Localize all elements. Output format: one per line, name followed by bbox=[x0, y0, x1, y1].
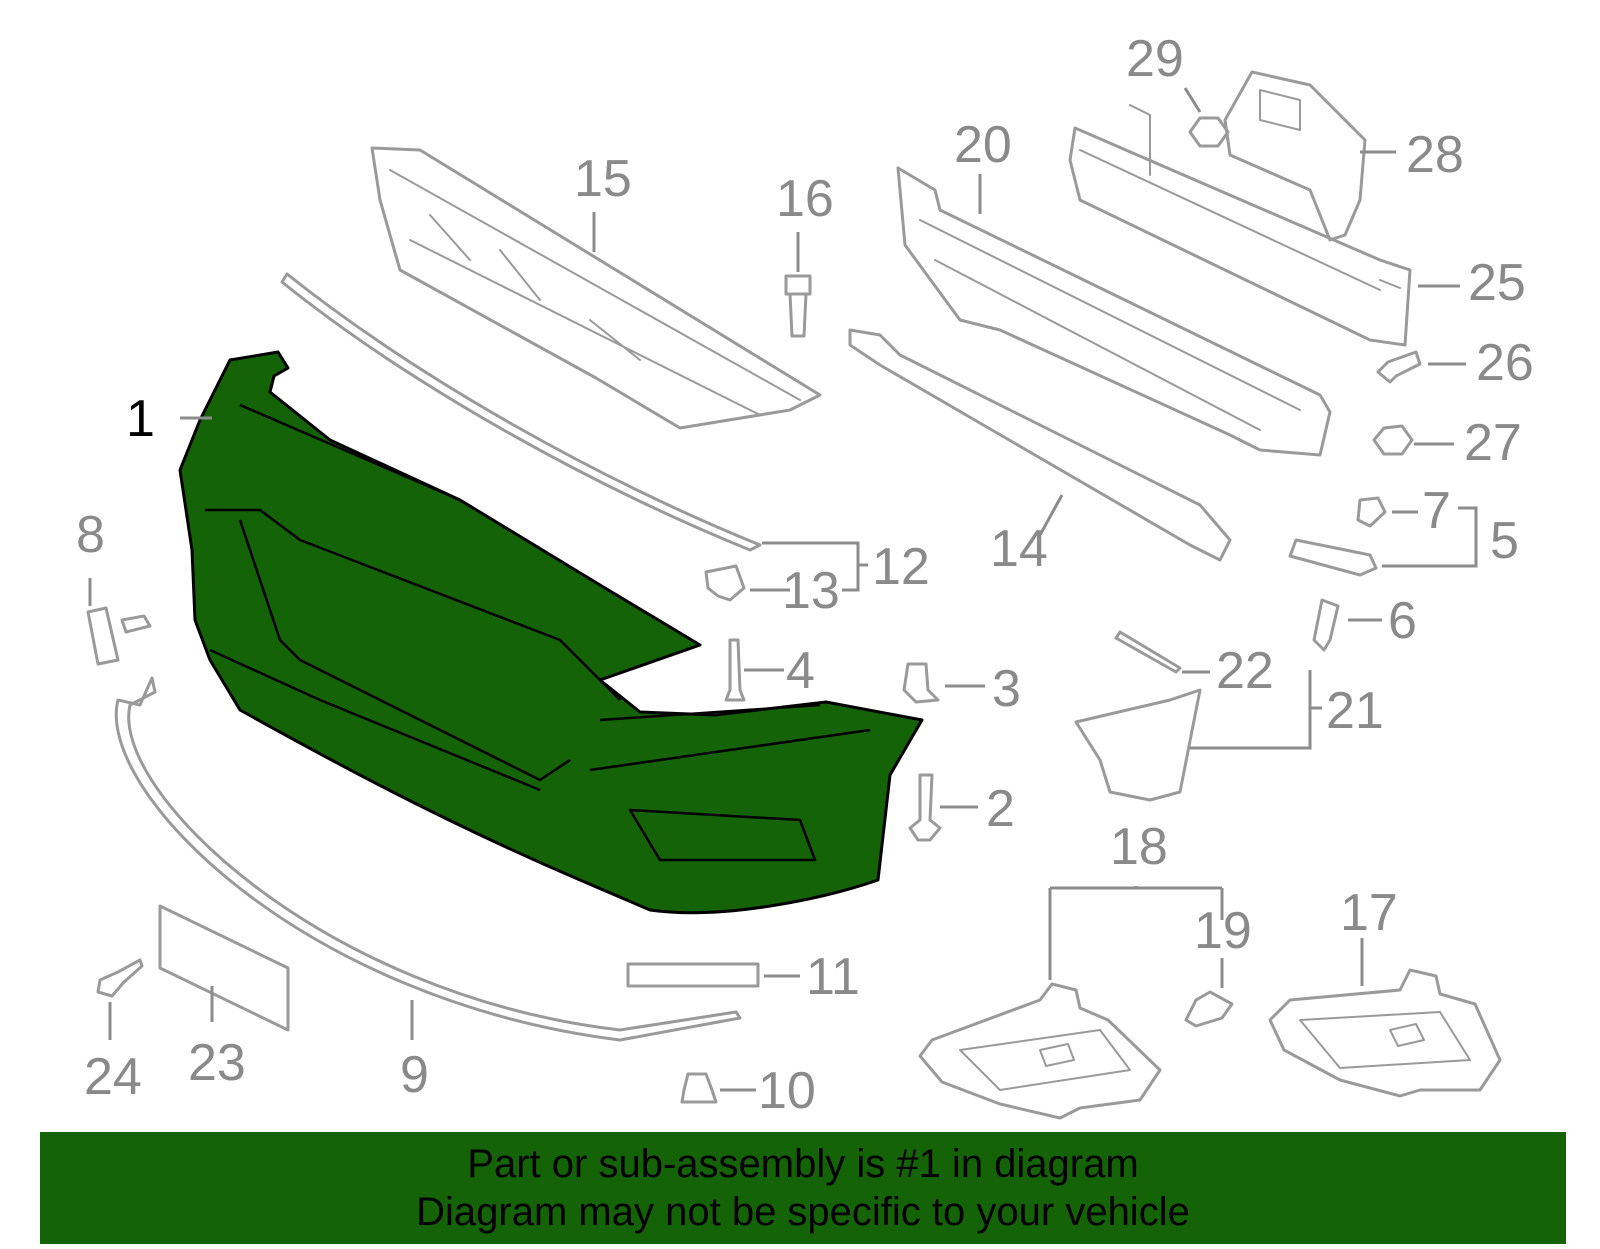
callout-2: 2 bbox=[986, 780, 1015, 838]
part-15-support bbox=[370, 146, 822, 430]
part-10-clip bbox=[680, 1072, 718, 1104]
part-29-nut bbox=[1188, 116, 1230, 148]
part-18-fog-lamp bbox=[918, 982, 1162, 1120]
callout-25: 25 bbox=[1468, 254, 1526, 312]
part-8-bracket bbox=[86, 606, 152, 666]
part-28-bracket bbox=[1223, 70, 1367, 242]
callout-21: 21 bbox=[1326, 682, 1384, 740]
part-6-bolt bbox=[1312, 598, 1340, 652]
callout-24: 24 bbox=[84, 1048, 142, 1106]
callout-3: 3 bbox=[992, 660, 1021, 718]
callout-27: 27 bbox=[1464, 414, 1522, 472]
part-7-clip bbox=[1356, 496, 1387, 528]
callout-4: 4 bbox=[786, 642, 815, 700]
callout-9: 9 bbox=[400, 1046, 429, 1104]
part-4-pin bbox=[724, 638, 746, 702]
callout-26: 26 bbox=[1476, 334, 1534, 392]
callout-8: 8 bbox=[76, 506, 105, 564]
part-2-screw bbox=[908, 773, 942, 842]
callout-6: 6 bbox=[1388, 592, 1417, 650]
callout-18: 18 bbox=[1110, 818, 1168, 876]
info-banner: Part or sub-assembly is #1 in diagram Di… bbox=[40, 1132, 1566, 1244]
callout-11: 11 bbox=[806, 948, 860, 1006]
callout-1: 1 bbox=[126, 390, 155, 448]
callout-16: 16 bbox=[776, 170, 834, 228]
callout-5: 5 bbox=[1490, 512, 1519, 570]
callout-13: 13 bbox=[782, 562, 840, 620]
callout-numbers: 1 2 3 4 5 6 7 8 9 10 11 12 13 14 15 16 1… bbox=[76, 30, 1534, 1120]
part-23-plate bbox=[158, 904, 290, 1032]
callout-20: 20 bbox=[954, 116, 1012, 174]
part-16-bolt bbox=[784, 274, 812, 338]
part-12-strip bbox=[280, 272, 762, 552]
part-26-bolt bbox=[1376, 350, 1422, 384]
part-5-bracket bbox=[1288, 538, 1378, 577]
callout-12: 12 bbox=[872, 538, 930, 596]
part-9-strip bbox=[114, 676, 742, 1042]
part-25-bar bbox=[1068, 104, 1412, 347]
part-22-rod bbox=[1114, 630, 1182, 674]
callout-10: 10 bbox=[758, 1062, 816, 1120]
callout-15: 15 bbox=[574, 150, 632, 208]
callout-29: 29 bbox=[1126, 30, 1184, 88]
part-19-screw bbox=[1184, 990, 1234, 1028]
callout-7: 7 bbox=[1422, 482, 1451, 540]
callout-19: 19 bbox=[1194, 902, 1252, 960]
part-14-reinforcement bbox=[848, 328, 1232, 562]
callout-23: 23 bbox=[188, 1034, 246, 1092]
part-24-screw bbox=[96, 958, 144, 998]
part-11-strip bbox=[626, 962, 760, 988]
banner-line-1: Part or sub-assembly is #1 in diagram bbox=[467, 1142, 1139, 1186]
part-27-nut bbox=[1372, 424, 1414, 456]
part-20-absorber bbox=[896, 166, 1332, 457]
callout-17: 17 bbox=[1340, 884, 1398, 942]
part-13-clip bbox=[704, 564, 746, 602]
part-17-fog-lamp bbox=[1268, 968, 1502, 1098]
part-21-bracket bbox=[1074, 688, 1202, 802]
part-3-clip bbox=[902, 662, 940, 704]
leader-lines bbox=[88, 87, 1478, 1092]
part-1-bumper-cover bbox=[178, 350, 924, 915]
bumper-cover-shape bbox=[178, 350, 924, 915]
callout-28: 28 bbox=[1406, 126, 1464, 184]
banner-line-2: Diagram may not be specific to your vehi… bbox=[416, 1190, 1190, 1234]
callout-22: 22 bbox=[1216, 642, 1274, 700]
callout-14: 14 bbox=[990, 520, 1048, 578]
